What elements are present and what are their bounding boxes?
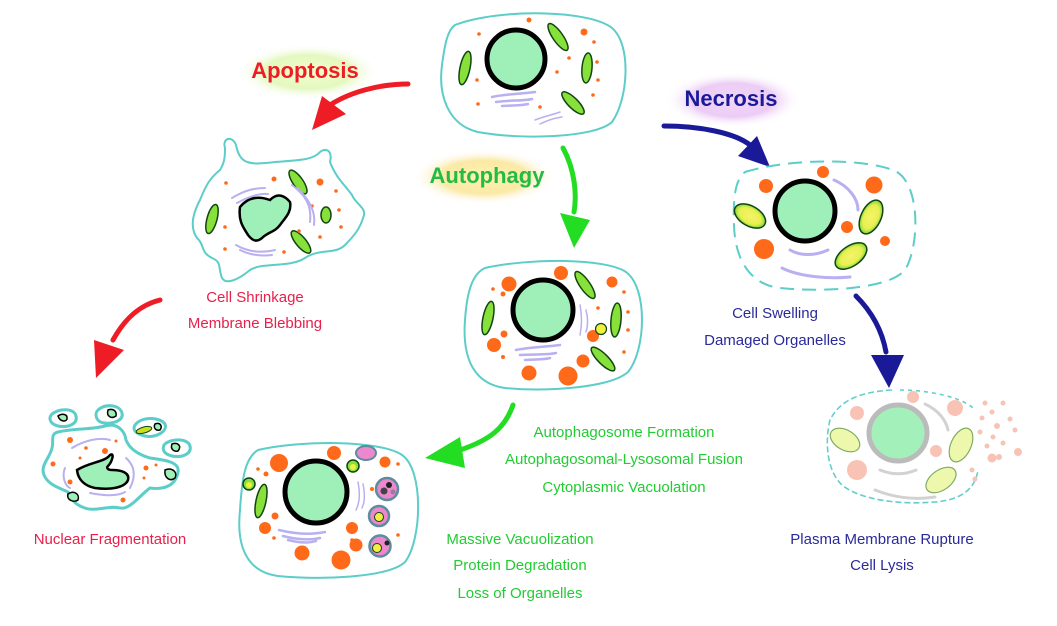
apoptosis-caption-1: Cell Shrinkage — [206, 289, 304, 306]
mitochondria — [254, 483, 268, 519]
autophagy-arrow-2 — [425, 402, 516, 468]
nucleus — [510, 277, 576, 343]
autophagosome — [594, 322, 608, 336]
faded-vesicles — [847, 391, 1022, 482]
golgi-apparatus — [277, 481, 366, 544]
fragmented-cell — [41, 404, 192, 511]
golgi-apparatus — [490, 90, 563, 125]
necrosis-label-group: Necrosis — [665, 72, 801, 128]
autophagy-label: Autophagy — [430, 163, 546, 188]
apoptotic-bodies — [48, 404, 192, 502]
shrunken-nucleus — [238, 194, 292, 242]
vesicles — [754, 166, 890, 259]
necrosis-arrow-2 — [853, 293, 904, 388]
swollen-mitochondria — [733, 199, 884, 270]
faded-mitochondria — [829, 427, 974, 494]
golgi-apparatus — [62, 437, 135, 497]
autophagy-cell-1 — [463, 259, 643, 391]
necrosis-cell-2 — [826, 389, 1022, 504]
autophagy-caption-1: Autophagosome Formation — [534, 424, 715, 441]
necrosis-caption-4: Cell Lysis — [850, 557, 914, 574]
necrosis-label-halo — [665, 72, 801, 128]
necrosis-caption-3: Plasma Membrane Rupture — [790, 531, 973, 548]
apoptosis-label-group: Apoptosis — [236, 44, 380, 100]
apoptosis-label: Apoptosis — [251, 58, 359, 83]
necrosis-caption-2: Damaged Organelles — [704, 332, 846, 349]
necrosis-caption-1: Cell Swelling — [732, 305, 818, 322]
nucleus — [282, 458, 350, 526]
vesicles — [50, 437, 158, 503]
autolysosomes — [355, 445, 400, 558]
mitochondria — [205, 169, 332, 254]
vesicles — [475, 17, 600, 109]
golgi-apparatus — [780, 178, 860, 280]
apoptosis-label-halo — [236, 44, 380, 100]
damaged-mitochondria — [242, 459, 360, 491]
necrosis-arrow-1 — [661, 123, 770, 167]
apoptosis-cell — [191, 137, 366, 283]
necrosis-label: Necrosis — [685, 86, 778, 111]
apoptosis-arrow-2 — [94, 297, 163, 378]
mitochondria — [481, 270, 622, 372]
faded-nucleus — [866, 402, 930, 464]
autophagy-caption-2: Autophagosomal-Lysosomal Fusion — [505, 451, 743, 468]
autophagy-cell-2 — [238, 442, 420, 579]
golgi-apparatus — [514, 304, 589, 362]
normal-cell — [440, 12, 627, 138]
nucleus — [772, 178, 838, 244]
apoptosis-caption-3: Nuclear Fragmentation — [34, 531, 187, 548]
faded-golgi — [873, 402, 950, 500]
nucleus — [484, 27, 548, 91]
golgi-apparatus — [231, 184, 316, 257]
autophagy-caption-4: Massive Vacuolization — [446, 531, 593, 548]
apoptosis-arrow-1 — [312, 81, 411, 130]
autophagy-label-group: Autophagy — [412, 149, 556, 205]
autophagic-vesicles — [487, 266, 630, 386]
autophagy-caption-6: Loss of Organelles — [457, 585, 582, 602]
apoptosis-caption-2: Membrane Blebbing — [188, 315, 322, 332]
cell-membrane — [41, 423, 180, 511]
vesicles — [256, 446, 400, 570]
necrosis-cell-1 — [732, 160, 917, 291]
mitochondria — [458, 22, 593, 115]
autophagy-caption-3: Cytoplasmic Vacuolation — [542, 479, 705, 496]
autophagy-arrow-1 — [560, 145, 590, 248]
autophagy-caption-5: Protein Degradation — [453, 557, 586, 574]
autophagy-label-halo — [412, 149, 556, 205]
fragmented-nucleus — [75, 453, 130, 490]
